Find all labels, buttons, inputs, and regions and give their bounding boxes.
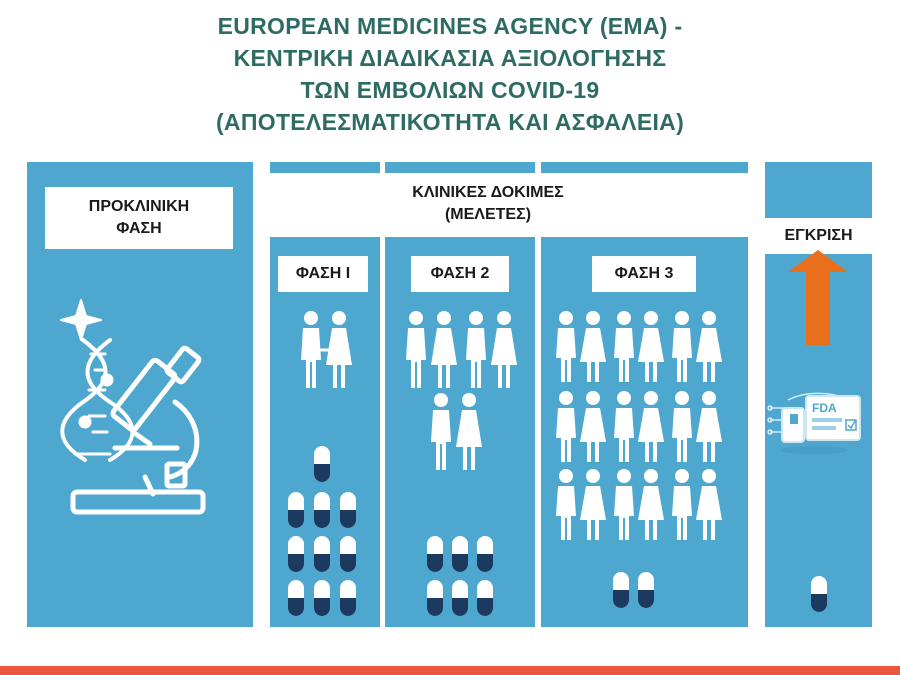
phase2-people-icon [406, 311, 517, 470]
title-line: ΚΕΝΤΡΙΚΗ ΔΙΑΔΙΚΑΣΙΑ ΑΞΙΟΛΟΓΗΣΗΣ [233, 45, 667, 71]
clinical-panel-top-3 [541, 162, 748, 173]
phase1-people-icon [301, 311, 352, 388]
clinical-header-line2: (ΜΕΛΕΤΕΣ) [444, 206, 532, 223]
phase3-pills-icon [613, 572, 654, 608]
phase1-label: ΦΑΣΗ Ι [278, 256, 368, 292]
fda-badge-text: FDA [812, 401, 837, 415]
approval-label: ΕΓΚΡΙΣΗ [765, 218, 872, 254]
title-line: ΤΩΝ ΕΜΒΟΛΙΩΝ COVID-19 [300, 77, 600, 103]
phase2-label: ΦΑΣΗ 2 [411, 256, 509, 292]
page-title: EUROPEAN MEDICINES AGENCY (EMA) - ΚΕΝΤΡΙ… [0, 10, 900, 138]
phase3-label: ΦΑΣΗ 3 [592, 256, 696, 292]
phase3-people-icon [556, 311, 722, 540]
approval-pill-icon [811, 576, 827, 612]
preclinical-label: ΠΡΟΚΛΙΝΙΚΗ ΦΑΣΗ [45, 187, 233, 249]
clinical-panel-top-1 [270, 162, 380, 173]
clinical-panel-top-2 [385, 162, 535, 173]
title-line: EUROPEAN MEDICINES AGENCY (EMA) - [217, 13, 683, 39]
phase1-pills-icon [288, 446, 356, 616]
clinical-header-line1: ΚΛΙΝΙΚΕΣ ΔΟΚΙΜΕΣ [412, 184, 564, 201]
microscope-dna-icon [60, 299, 206, 515]
preclinical-label-line1: ΠΡΟΚΛΙΝΙΚΗ [88, 198, 190, 215]
title-line: (ΑΠΟΤΕΛΕΣΜΑΤΙΚΟΤΗΤΑ ΚΑΙ ΑΣΦΑΛΕΙΑ) [215, 109, 685, 135]
bottom-accent-bar [0, 666, 900, 675]
phase2-pills-icon [427, 536, 493, 616]
clinical-header: ΚΛΙΝΙΚΕΣ ΔΟΚΙΜΕΣ (ΜΕΛΕΤΕΣ) [385, 176, 591, 232]
up-arrow-icon [788, 250, 848, 345]
fda-approval-icon: FDA [767, 392, 861, 454]
preclinical-label-line2: ΦΑΣΗ [116, 220, 162, 237]
